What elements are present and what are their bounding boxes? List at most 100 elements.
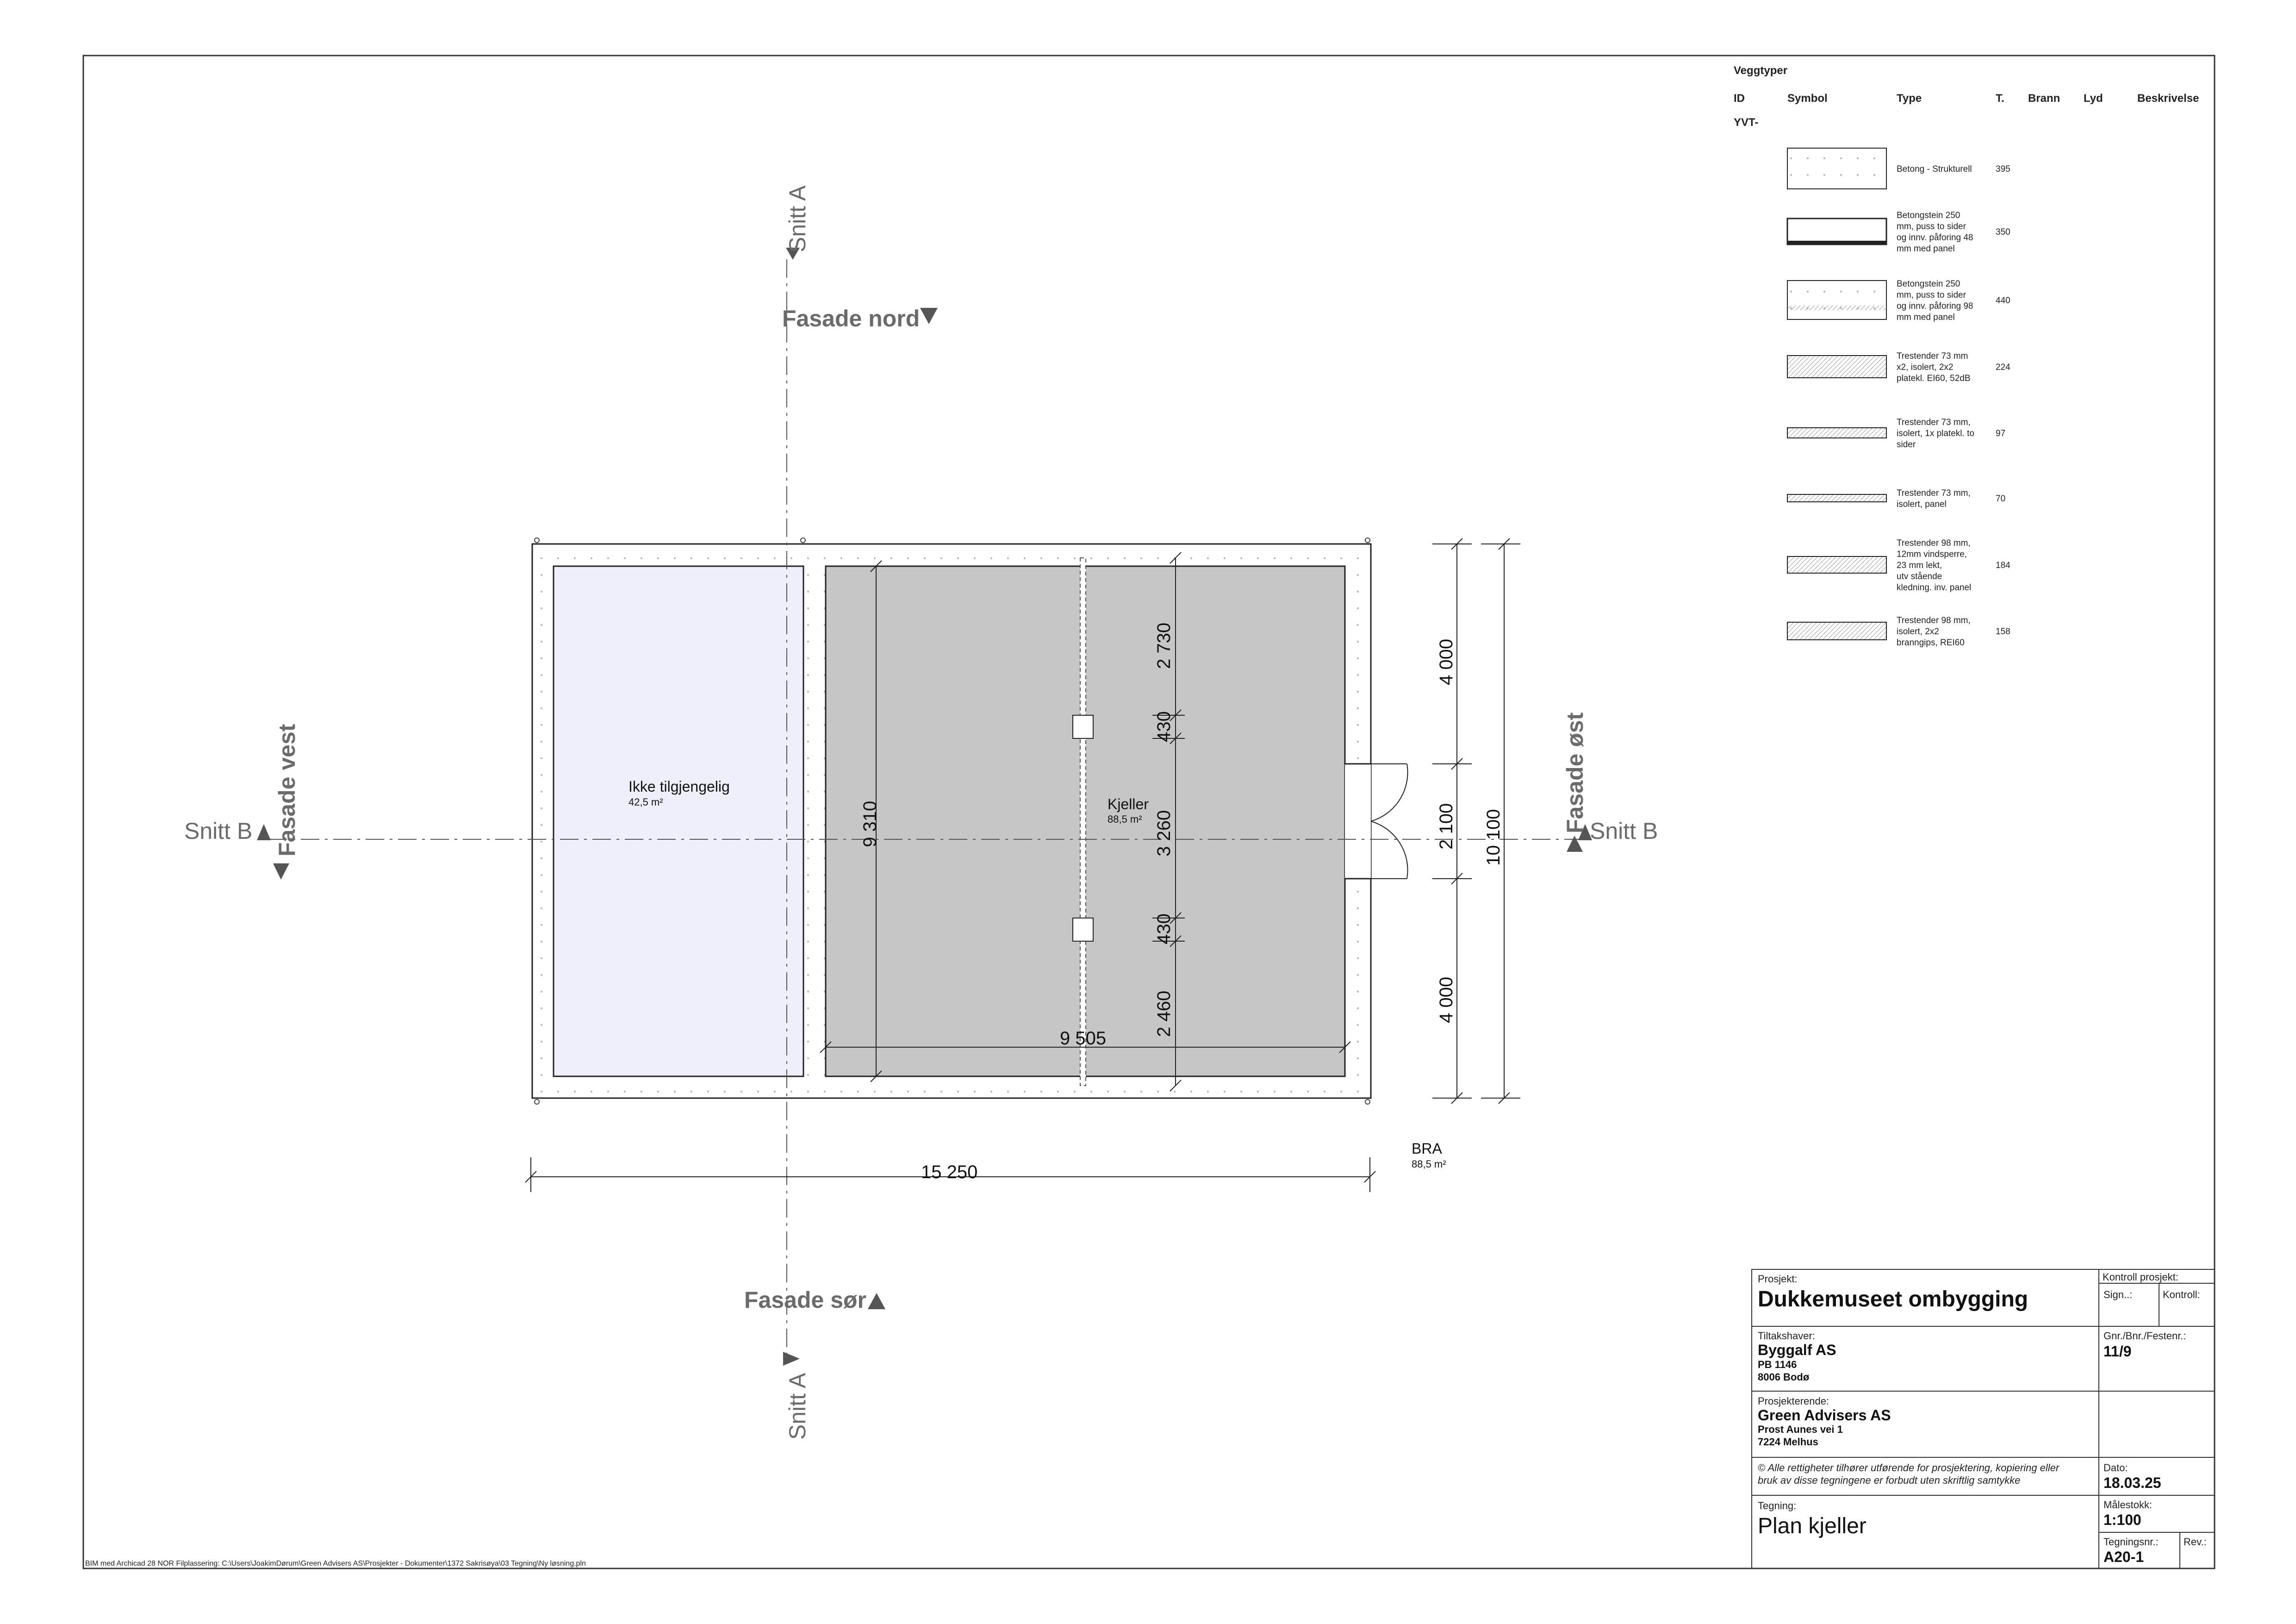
dim-right-bottom: 4 000	[1436, 977, 1456, 1023]
tb-tegningsnr: A20-1	[2103, 1549, 2144, 1565]
room-area-1: 42,5 m²	[628, 796, 663, 808]
wall-symbol-layer	[1787, 241, 1886, 244]
snitt-b-left-label: Snitt B	[184, 818, 252, 844]
legend-header-t: T.	[1996, 92, 2004, 105]
legend-thickness: 97	[1996, 429, 2005, 438]
footer-file-path: BIM med Archicad 28 NOR Filplassering: C…	[85, 1560, 586, 1568]
legend-type-line: kledning. inv. panel	[1897, 583, 1971, 593]
dim-inner-height: 9 310	[860, 801, 880, 847]
tb-tegning: Plan kjeller	[1758, 1514, 1867, 1538]
legend-type-line: 23 mm lekt,	[1897, 561, 1942, 570]
dim-right-top: 4 000	[1436, 639, 1456, 685]
dim-inner-width: 9 505	[1060, 1028, 1106, 1049]
dim-col-mid: 3 260	[1154, 810, 1174, 856]
tb-tegning-label: Tegning:	[1758, 1500, 1796, 1512]
wall-symbol-stud-184	[1787, 556, 1887, 574]
wall-symbol-stud-70	[1787, 494, 1887, 502]
legend-header-beskrivelse: Beskrivelse	[2137, 92, 2199, 105]
legend-type-line: isolert, 1x platekl. to	[1897, 429, 1974, 438]
sheet-border	[82, 55, 2215, 1569]
legend-thickness: 224	[1996, 362, 2010, 372]
legend-thickness: 395	[1996, 164, 2010, 174]
legend-type-line: mm med panel	[1897, 244, 1955, 254]
tb-dato-label: Dato:	[2103, 1462, 2128, 1474]
facade-sor: Fasade sør	[744, 1287, 885, 1313]
facade-ost: Fasade øst	[1562, 712, 1588, 852]
legend-type-line: mm, puss to sider	[1897, 290, 1966, 300]
legend-type-line: isolert, panel	[1897, 500, 1947, 509]
wall-symbol-block-350	[1786, 218, 1887, 245]
bra-label: BRA	[1412, 1140, 1442, 1157]
facade-nord-label: Fasade nord	[782, 306, 920, 331]
tb-kontroll-prosjekt-label: Kontroll prosjekt:	[2103, 1271, 2178, 1283]
column-bracket-1	[1072, 715, 1094, 739]
facade-nord: Fasade nord	[782, 306, 938, 331]
wall-type-legend: Veggtyper ID Symbol Type T. Brann Lyd Be…	[1734, 64, 2199, 648]
tb-tiltakshaver-addr1: PB 1146	[1758, 1359, 1797, 1370]
legend-header-brann: Brann	[2028, 92, 2060, 105]
legend-header-type: Type	[1897, 92, 1922, 105]
legend-thickness: 350	[1996, 227, 2010, 237]
legend-type-line: mm med panel	[1897, 312, 1955, 322]
legend-type-line: Betongstein 250	[1897, 211, 1960, 220]
tb-prosjekterende-name: Green Advisers AS	[1758, 1407, 1891, 1424]
tb-kontroll-label: Kontroll:	[2163, 1289, 2200, 1300]
dim-col-top: 2 730	[1154, 623, 1174, 669]
wall-symbol-layer	[1787, 306, 1886, 310]
tb-prosjekterende-addr2: 7224 Melhus	[1758, 1436, 1818, 1448]
dim-col-430a: 430	[1154, 711, 1174, 742]
section-marker-a-top: Snitt A	[784, 185, 810, 260]
door-swing-bottom	[1370, 821, 1408, 879]
corner-marker	[534, 537, 540, 543]
legend-type-line: utv stående	[1897, 572, 1942, 581]
dim-col-430b: 430	[1154, 913, 1174, 944]
tb-dato: 18.03.25	[2103, 1474, 2161, 1491]
tb-prosjekterende-label: Prosjekterende:	[1758, 1395, 1829, 1407]
legend-title: Veggtyper	[1734, 64, 1787, 77]
legend-thickness: 70	[1996, 494, 2005, 504]
tb-prosjekt: Dukkemuseet ombygging	[1758, 1287, 2028, 1312]
legend-type-line: og innv. påforing 98	[1897, 301, 1973, 311]
door-opening	[1345, 764, 1371, 879]
legend-type-line: sider	[1897, 440, 1916, 450]
facade-nord-arrow	[920, 308, 938, 324]
tb-tiltakshaver-label: Tiltakshaver:	[1758, 1330, 1815, 1342]
dim-col-bottom: 2 460	[1154, 991, 1174, 1037]
legend-header-lyd: Lyd	[2084, 92, 2103, 105]
corner-marker	[800, 537, 806, 543]
facade-sor-label: Fasade sør	[744, 1287, 866, 1313]
legend-type-line: og innv. påforing 48	[1897, 233, 1973, 243]
legend-header-id: ID	[1734, 92, 1745, 105]
tb-gnr: 11/9	[2103, 1343, 2132, 1360]
tb-prosjekterende-addr1: Prost Aunes vei 1	[1758, 1424, 1843, 1435]
dimension-lines	[525, 538, 1520, 1192]
tb-prosjekt-label: Prosjekt:	[1758, 1273, 1798, 1285]
corner-marker	[1365, 537, 1370, 543]
legend-header-symbol: Symbol	[1787, 92, 1828, 105]
dim-right-mid: 2 100	[1436, 803, 1456, 849]
tb-tiltakshaver-name: Byggalf AS	[1758, 1342, 1836, 1358]
legend-type-line: Trestender 98 mm,	[1897, 616, 1971, 625]
floor-plan	[531, 537, 1408, 1105]
room-name-1: Ikke tilgjengelig	[628, 778, 730, 795]
tb-malestokk-label: Målestokk:	[2103, 1499, 2152, 1511]
facade-vest: Fasade vest	[273, 724, 300, 880]
facade-vest-arrow	[273, 863, 289, 880]
legend-thickness: 158	[1996, 627, 2010, 637]
legend-type-line: Trestender 73 mm,	[1897, 488, 1971, 498]
legend-type-line: mm, puss to sider	[1897, 222, 1966, 231]
corner-marker	[534, 1099, 540, 1105]
tb-tiltakshaver-addr2: 8006 Bodø	[1758, 1371, 1810, 1383]
column-bracket-2	[1072, 918, 1094, 942]
legend-thickness: 440	[1996, 296, 2010, 306]
facade-ost-arrow	[1567, 836, 1583, 852]
room-ikke-tilgjengelig	[553, 565, 804, 1077]
door-swing-top	[1370, 763, 1408, 822]
legend-type-line: Trestender 73 mm	[1897, 351, 1968, 361]
room-area-2: 88,5 m²	[1108, 813, 1142, 825]
snitt-b-right-label: Snitt B	[1590, 818, 1658, 844]
corner-marker	[1365, 1099, 1370, 1105]
legend-thickness: 184	[1996, 561, 2010, 570]
beam	[1080, 557, 1086, 1086]
